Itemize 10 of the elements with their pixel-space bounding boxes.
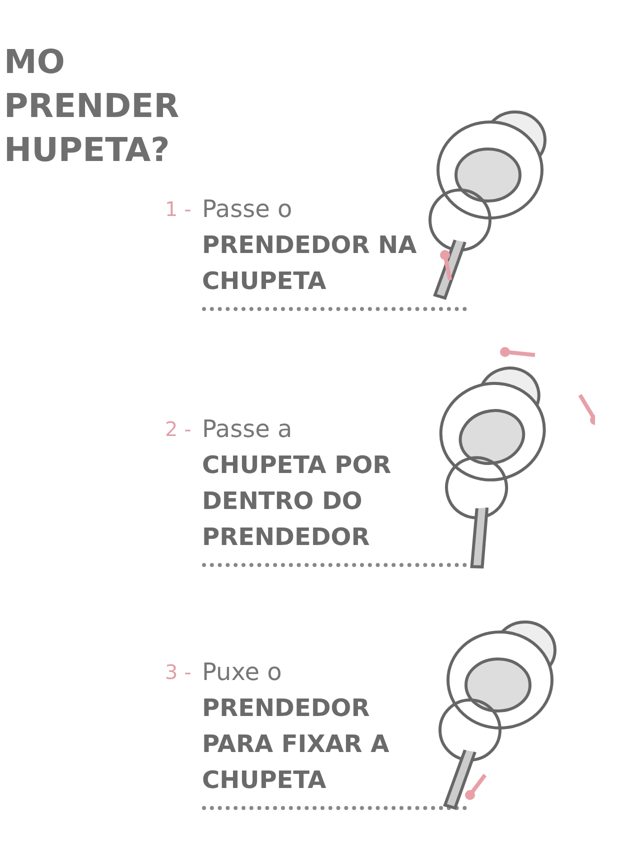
- step-instruction: CHUPETA POR DENTRO DO PRENDEDOR: [202, 450, 392, 553]
- step-instruction: PRENDEDOR NA CHUPETA: [202, 230, 417, 297]
- step-text: Puxe o: [202, 658, 282, 686]
- title: MO PRENDER HUPETA?: [4, 41, 180, 171]
- step-text: Passe o: [202, 195, 292, 223]
- step-number: 1 -: [165, 197, 192, 221]
- step-number: 2 -: [165, 417, 192, 441]
- step-number: 3 -: [165, 660, 192, 684]
- step-instruction: PRENDEDOR PARA FIXAR A CHUPETA: [202, 693, 390, 796]
- step-text: Passe a: [202, 415, 292, 443]
